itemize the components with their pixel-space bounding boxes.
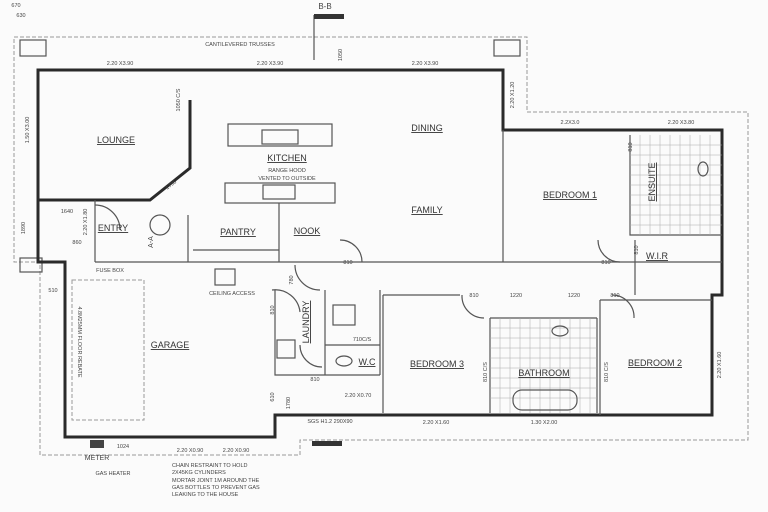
ceiling-access-label: CEILING ACCESS: [209, 291, 255, 297]
dim-label: 2.20 X1.60: [423, 420, 450, 426]
dim-label: 810: [601, 260, 610, 266]
dim-label: 510: [48, 288, 57, 294]
laundry-tub-icon: [276, 339, 296, 359]
section-aa-label: A-A: [148, 236, 155, 248]
basin-icon: [332, 304, 356, 326]
eaves-label: CANTILEVERED TRUSSES: [205, 42, 275, 48]
dim-label: 810: [270, 305, 276, 314]
bathtub-icon: [512, 389, 578, 411]
dim-label: 780: [289, 275, 295, 284]
floor-rebate-label: 4.8M25MM FLOOR REBATE: [76, 306, 82, 377]
door-swings: [94, 204, 635, 368]
dim-label: 1640: [61, 209, 73, 215]
sink-icon: [261, 129, 299, 145]
dim-label: 2.20 X1.80: [83, 209, 89, 236]
dim-label: 810: [628, 142, 634, 151]
dim-label: 2.20 X0.90: [223, 448, 250, 454]
lounge-walls: [38, 100, 192, 202]
dim-label: 810 C/S: [604, 362, 610, 382]
room-pantry: PANTRY: [220, 227, 256, 237]
tree-icon: [149, 214, 171, 236]
dim-label: 810: [343, 260, 352, 266]
downpipe-pit: [19, 257, 43, 273]
room-bedroom-1: BEDROOM 1: [543, 190, 597, 200]
gas-note: CHAIN RESTRAINT TO HOLD: [172, 463, 248, 469]
dim-label: 1050: [338, 49, 344, 61]
eaves-outline: [13, 36, 749, 456]
section-marker-bar: [314, 14, 344, 19]
room-bedroom-3: BEDROOM 3: [410, 359, 464, 369]
room-bathroom: BATHROOM: [518, 368, 569, 378]
room-garage: GARAGE: [151, 340, 190, 350]
dim-label: 2.20 X1.20: [510, 82, 516, 109]
fuse-box-label: FUSE BOX: [96, 268, 124, 274]
gas-note: MORTAR JOINT 1M AROUND THE: [172, 478, 260, 484]
gas-note: 2X45KG CYLINDERS: [172, 470, 226, 476]
dim-label: 2.20 X3.90: [257, 61, 284, 67]
gas-note: GAS BOTTLES TO PREVENT GAS: [172, 485, 260, 491]
room-dining: DINING: [411, 123, 443, 133]
room-family: FAMILY: [411, 205, 442, 215]
room-kitchen: KITCHEN: [267, 153, 307, 163]
room-wc: W.C: [359, 357, 376, 367]
cooktop-icon: [262, 184, 296, 200]
toilet-icon: [335, 355, 353, 367]
room-nook: NOOK: [294, 226, 321, 236]
section-marker-bar: [312, 441, 342, 446]
external-walls: [36, 68, 724, 439]
dim-label: 2.20 X3.90: [412, 61, 439, 67]
dim-label: 1220: [568, 293, 580, 299]
dim-label: 2.20 X1.60: [717, 352, 723, 379]
ensuite-tiles: [630, 135, 722, 235]
ceiling-access-hatch: [214, 268, 236, 286]
floor-rebate: [71, 279, 145, 421]
dim-label: 1220: [510, 293, 522, 299]
room-lounge: LOUNGE: [97, 135, 135, 145]
dim-label: 2.2X3.0: [561, 120, 580, 126]
dim-label: 2.20 X3.80: [668, 120, 695, 126]
range-hood-note: VENTED TO OUTSIDE: [258, 176, 316, 182]
dim-label: 1.50 X3.00: [25, 117, 31, 144]
internal-walls: [95, 130, 722, 415]
downpipe-pit: [19, 39, 47, 57]
toilet-icon: [551, 325, 569, 337]
meter-box: [90, 440, 104, 448]
dim-label: 1.30 X2.00: [531, 420, 558, 426]
dim-label: 1050 C/S: [176, 88, 182, 111]
kitchen-bench: [224, 182, 336, 204]
dim-label: 2.20 X0.90: [177, 448, 204, 454]
dim-label: 810: [469, 293, 478, 299]
dim-label: 710C/S: [353, 337, 372, 343]
dim-label: 1024: [117, 444, 129, 450]
dim-label: 630: [16, 13, 25, 19]
room-ensuite: ENSUITE: [647, 162, 657, 201]
gas-heater-label: GAS HEATER: [95, 471, 130, 477]
room-laundry: LAUNDRY: [301, 301, 311, 344]
sgs-label: SGS H1.2 290X90: [307, 419, 352, 425]
section-label: B-B: [318, 2, 331, 11]
kitchen-island: [227, 123, 333, 147]
dim-label: 1780: [286, 397, 292, 409]
meter-label: METER: [85, 455, 110, 462]
dim-label: 2.20 X0.70: [345, 393, 372, 399]
bathroom-tiles: [490, 318, 597, 413]
dim-label: 810: [634, 245, 640, 254]
room-bedroom-2: BEDROOM 2: [628, 358, 682, 368]
downpipe-pit: [493, 39, 521, 57]
dim-label: 810 C/S: [483, 362, 489, 382]
room-wir: W.I.R: [646, 251, 668, 261]
dim-label: 610: [270, 392, 276, 401]
dim-label: 860: [72, 240, 81, 246]
dim-label: 2.20 X3.90: [107, 61, 134, 67]
dim-label: 670: [11, 3, 20, 9]
toilet-icon: [697, 161, 709, 177]
range-hood-note: RANGE HOOD: [268, 168, 306, 174]
pantry-walls: [187, 203, 280, 262]
room-entry: ENTRY: [98, 223, 128, 233]
dim-label: 1890: [21, 222, 27, 234]
dim-label: 810: [610, 293, 619, 299]
dim-label: 810: [310, 377, 319, 383]
gas-note: LEAKING TO THE HOUSE: [172, 492, 239, 498]
